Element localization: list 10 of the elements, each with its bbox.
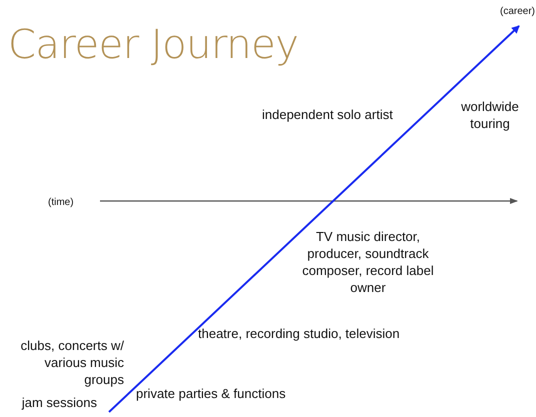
stage-label: clubs, concerts w/ various music groups	[20, 337, 124, 388]
axis-label: (time)	[48, 196, 75, 210]
stage-label: independent solo artist	[262, 106, 394, 123]
stage-label: private parties & functions	[136, 385, 287, 402]
stage-label: jam sessions	[20, 394, 97, 411]
stage-label: theatre, recording studio, television	[198, 325, 401, 342]
axis-label: (career)	[498, 5, 535, 19]
stage-label: worldwide touring	[460, 98, 520, 132]
stage-label: TV music director, producer, soundtrack composer, record label owner	[301, 228, 435, 296]
title: Career Journey	[8, 22, 298, 68]
